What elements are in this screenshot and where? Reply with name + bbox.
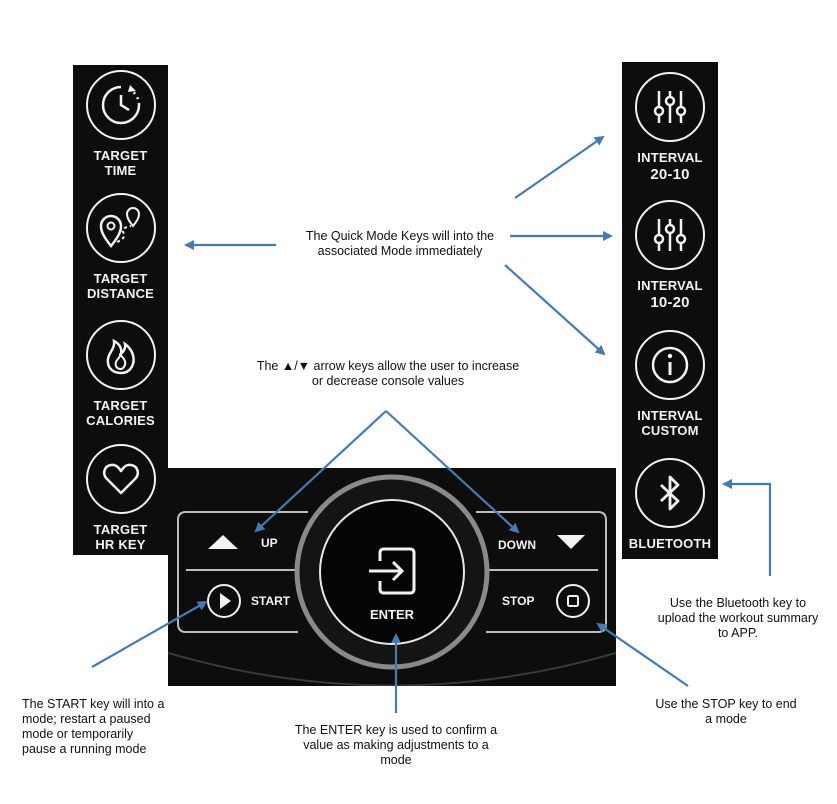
- target-time-key[interactable]: TARGET TIME: [73, 70, 168, 178]
- quick-mode-arrow-up: [514, 135, 605, 199]
- down-key-label[interactable]: DOWN: [498, 538, 536, 552]
- clock-icon: [85, 70, 156, 140]
- target-distance-label: TARGET DISTANCE: [86, 271, 155, 301]
- start-key-label[interactable]: START: [251, 594, 291, 608]
- up-key-label[interactable]: UP: [261, 536, 278, 550]
- bluetooth-label: BLUETOOTH: [628, 536, 712, 551]
- interval-20-10-key[interactable]: INTERVAL 20-10: [622, 72, 718, 184]
- interval-20-10-label: INTERVAL 20-10: [637, 150, 703, 183]
- quick-mode-arrow-down: [504, 264, 606, 356]
- play-icon[interactable]: [206, 583, 242, 619]
- arrow-keys-note: The ▲/▼ arrow keys allow the user to inc…: [256, 359, 520, 388]
- flame-icon: [85, 320, 156, 390]
- heart-icon: [85, 444, 156, 514]
- down-arrow-icon[interactable]: [555, 533, 587, 551]
- target-hr-label: TARGET HR KEY: [93, 522, 148, 552]
- target-distance-key[interactable]: TARGET DISTANCE: [73, 193, 168, 301]
- interval-custom-key[interactable]: INTERVAL CUSTOM: [622, 330, 718, 438]
- bluetooth-key[interactable]: BLUETOOTH: [622, 458, 718, 551]
- quick-mode-note: The Quick Mode Keys will into the associ…: [305, 229, 495, 258]
- bluetooth-note: Use the Bluetooth key to upload the work…: [657, 596, 819, 640]
- enter-note: The ENTER key is used to confirm a value…: [294, 723, 498, 767]
- enter-key-label[interactable]: ENTER: [370, 607, 415, 622]
- target-time-label: TARGET TIME: [93, 148, 148, 178]
- interval-10-20-key[interactable]: INTERVAL 10-20: [622, 200, 718, 312]
- sliders-icon: [635, 200, 705, 270]
- up-arrow-icon[interactable]: [206, 533, 240, 551]
- target-calories-label: TARGET CALORIES: [86, 398, 155, 428]
- start-note: The START key will into a mode; restart …: [22, 697, 165, 756]
- stop-note: Use the STOP key to end a mode: [655, 697, 797, 726]
- sliders-icon: [635, 72, 705, 142]
- enter-icon[interactable]: [366, 545, 418, 597]
- info-icon: [635, 330, 705, 400]
- interval-10-20-label: INTERVAL 10-20: [637, 278, 703, 311]
- bluetooth-arrow: [722, 479, 772, 576]
- stop-arrow: [596, 622, 689, 687]
- start-arrow: [91, 601, 208, 668]
- bluetooth-icon: [635, 458, 705, 528]
- stop-icon[interactable]: [555, 583, 591, 619]
- arrow-keys-to-down: [385, 410, 520, 534]
- arrow-keys-to-up: [254, 410, 387, 533]
- map-pin-icon: [85, 193, 156, 263]
- target-calories-key[interactable]: TARGET CALORIES: [73, 320, 168, 428]
- target-hr-key[interactable]: TARGET HR KEY: [73, 444, 168, 552]
- stop-key-label[interactable]: STOP: [502, 594, 535, 608]
- interval-custom-label: INTERVAL CUSTOM: [637, 408, 703, 438]
